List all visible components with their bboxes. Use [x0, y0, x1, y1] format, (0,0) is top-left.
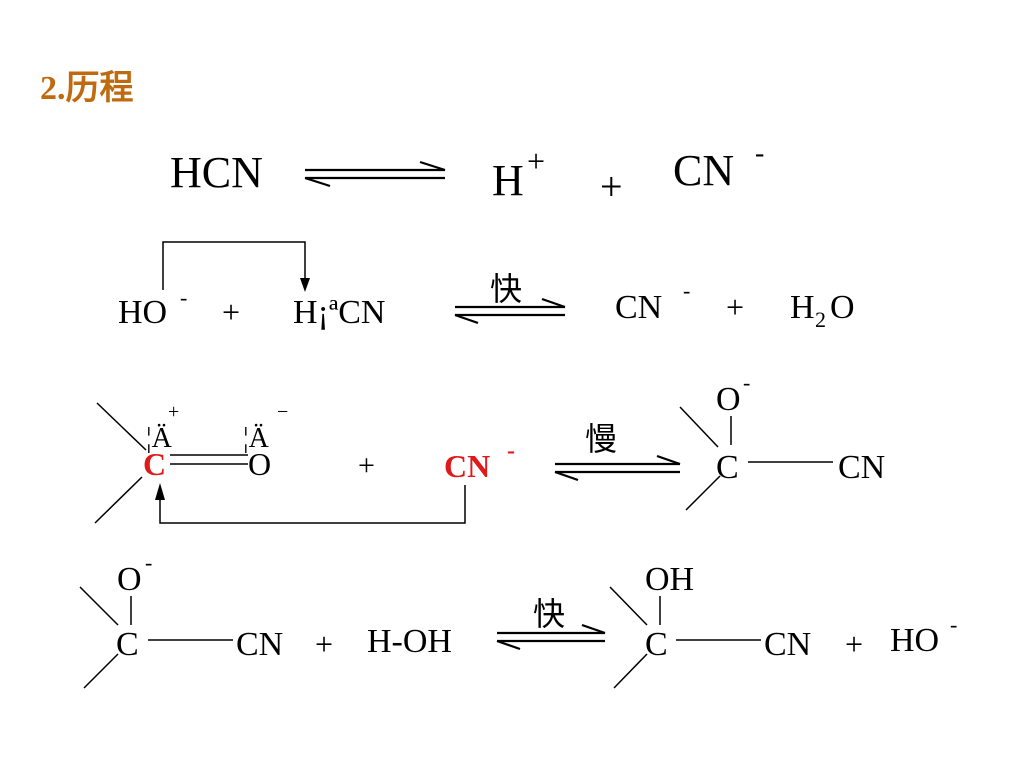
reactant-carbon: C — [116, 626, 139, 663]
partial-charge-plus: + — [168, 401, 179, 423]
nucleophilic-attack-arrow — [159, 485, 466, 524]
product-carbon: C — [716, 449, 739, 486]
electron-push-arrow — [162, 241, 306, 290]
cyanide-ion: CN — [615, 289, 662, 326]
carbonyl-carbon: C — [143, 446, 166, 482]
water-molecule: H-OH — [367, 623, 452, 660]
hydroxyl-group: OH — [645, 561, 694, 598]
equilibrium-arrow — [454, 297, 566, 325]
water-h: H — [790, 289, 815, 326]
product-cn: CN — [838, 449, 885, 486]
reaction-3: ¦Ä + ¦Ä − C O + CN - 慢 — [94, 370, 885, 524]
reactant-bonds — [79, 586, 233, 689]
partial-charge-right: ¦Ä — [243, 423, 270, 454]
hcn-reactant: HCN — [170, 148, 263, 197]
plus-sign: + — [600, 164, 623, 209]
product-bonds — [679, 406, 833, 511]
carbonyl-substituents — [94, 402, 147, 524]
reactant-cn: CN — [236, 626, 283, 663]
cyanide-nucleophile: CN — [444, 448, 490, 484]
product-cn: CN — [764, 626, 811, 663]
reaction-4: O - C CN + H-OH 快 OH — [79, 550, 957, 689]
partial-charge-minus: − — [277, 401, 288, 423]
alkoxide-oxygen: O — [117, 561, 142, 598]
equilibrium-arrow — [496, 623, 606, 651]
slide-title: 2.历程 — [40, 70, 134, 107]
partial-charge-left: ¦Ä — [146, 423, 173, 454]
alkoxide-charge: - — [145, 550, 152, 575]
cyanide-charge: - — [755, 138, 764, 169]
reaction-1: HCN H + + CN - — [170, 138, 764, 209]
plus-sign: + — [315, 626, 333, 662]
plus-sign: + — [222, 294, 240, 330]
plus-sign: + — [358, 449, 375, 482]
hydroxide-ion: HO — [890, 622, 939, 659]
plus-sign: + — [726, 289, 744, 325]
carbonyl-oxygen: O — [248, 446, 271, 482]
product-bonds — [609, 586, 761, 689]
hydroxide-charge: - — [180, 285, 187, 310]
arrowhead — [155, 483, 165, 500]
plus-sign: + — [845, 626, 863, 662]
nucleophile-charge: - — [507, 438, 515, 464]
cyanide-charge: - — [683, 278, 690, 303]
proton: H — [492, 156, 524, 205]
cyanide-ion: CN — [673, 146, 734, 195]
alkoxide-charge: - — [743, 370, 750, 395]
rate-label-slow: 慢 — [585, 421, 617, 457]
alkoxide-oxygen: O — [716, 381, 741, 418]
equilibrium-arrow — [304, 160, 446, 188]
rate-label-fast: 快 — [490, 271, 522, 307]
proton-charge: + — [527, 143, 545, 179]
arrowhead — [300, 278, 310, 292]
product-carbon: C — [645, 626, 668, 663]
equilibrium-arrow — [554, 454, 681, 482]
water-subscript: 2 — [815, 307, 826, 332]
water-o: O — [830, 289, 855, 326]
hydroxide-ion: HO — [118, 294, 167, 331]
reaction-2: HO - + H¡ªCN 快 CN - + H 2 O — [118, 241, 855, 332]
rate-label-fast: 快 — [533, 596, 565, 632]
hydroxide-charge: - — [950, 612, 957, 637]
double-bond — [170, 454, 248, 465]
hcn-reactant: H¡ªCN — [293, 294, 386, 331]
